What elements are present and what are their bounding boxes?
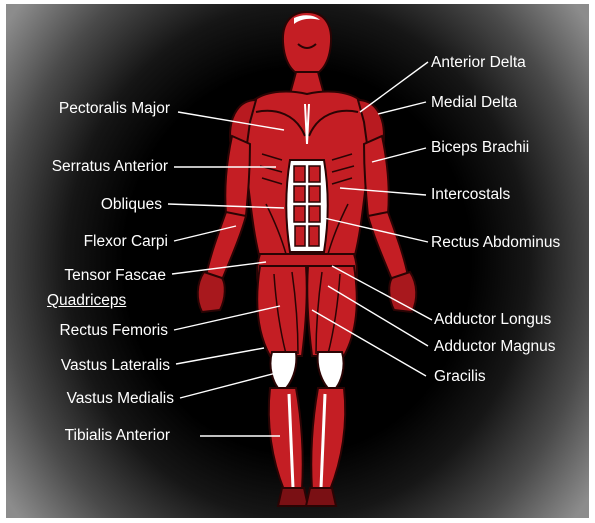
leader-vastus-medialis (180, 372, 280, 398)
label-serratus-anterior: Serratus Anterior (52, 158, 168, 176)
figure-neck (290, 72, 324, 94)
label-gracilis: Gracilis (434, 368, 486, 386)
label-vastus-lateralis: Vastus Lateralis (61, 357, 170, 375)
label-flexor-carpi: Flexor Carpi (84, 233, 168, 251)
label-tibialis-anterior: Tibialis Anterior (65, 427, 170, 445)
left-forearm (206, 212, 246, 280)
label-rectus-abdominus: Rectus Abdominus (431, 234, 560, 252)
right-hand (389, 272, 416, 312)
right-shin (311, 388, 345, 490)
diagram-canvas: Pectoralis Major Serratus Anterior Obliq… (6, 4, 589, 518)
leader-medial-delta (378, 102, 426, 114)
label-adductor-magnus: Adductor Magnus (434, 338, 556, 356)
left-upper-arm (225, 136, 250, 216)
label-biceps-brachii: Biceps Brachii (431, 139, 529, 157)
label-rectus-femoris: Rectus Femoris (59, 322, 168, 340)
label-vastus-medialis: Vastus Medialis (67, 390, 174, 408)
right-foot (306, 488, 336, 506)
right-knee (318, 352, 344, 392)
label-intercostals: Intercostals (431, 186, 510, 204)
label-adductor-longus: Adductor Longus (434, 311, 551, 329)
label-quadriceps-heading: Quadriceps (47, 292, 126, 310)
label-anterior-delta: Anterior Delta (431, 54, 526, 72)
abdominal-panel (286, 160, 328, 252)
figure-head (283, 12, 331, 78)
label-tensor-fascae: Tensor Fascae (64, 267, 166, 285)
label-obliques: Obliques (101, 196, 162, 214)
leader-vastus-lateralis (176, 348, 264, 364)
right-forearm (368, 212, 408, 280)
left-foot (278, 488, 308, 506)
label-medial-delta: Medial Delta (431, 94, 517, 112)
left-knee (270, 352, 296, 392)
label-pectoralis-major: Pectoralis Major (59, 100, 170, 118)
left-shin (269, 388, 303, 490)
left-thigh (257, 266, 307, 356)
left-hand (198, 272, 225, 312)
right-upper-arm (364, 136, 389, 216)
